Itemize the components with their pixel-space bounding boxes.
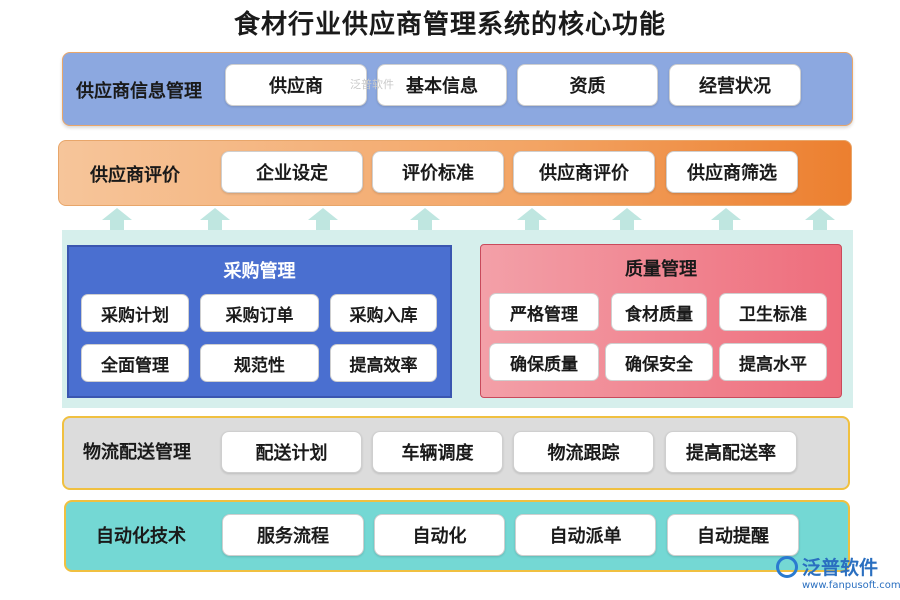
info-item-qualification: 资质 [517,64,658,106]
purchase-item-standardization: 规范性 [200,344,319,382]
quality-item-food-quality: 食材质量 [611,293,707,331]
purchase-panel-title: 采购管理 [223,261,296,282]
eval-item-supplier-filter: 供应商筛选 [666,151,798,193]
up-arrow-icon [517,208,547,230]
eval-item-criteria: 评价标准 [372,151,504,193]
up-arrow-icon [308,208,338,230]
quality-item-raise-level: 提高水平 [719,343,827,381]
up-arrow-icon [102,208,132,230]
up-arrow-icon [711,208,741,230]
info-item-basic-info: 基本信息 [377,64,507,106]
logo-circle-icon [776,556,798,578]
logistics-item-plan: 配送计划 [221,431,362,473]
supplier-info-label: 供应商信息管理 [76,81,202,102]
brand-logo: 泛普软件 www.fanpusoft.com [776,553,900,597]
purchase-item-order: 采购订单 [200,294,319,332]
up-arrow-icon [410,208,440,230]
automation-label: 自动化技术 [96,526,186,547]
supplier-eval-label: 供应商评价 [90,165,180,186]
quality-panel-title: 质量管理 [625,259,697,280]
eval-item-enterprise-setting: 企业设定 [221,151,363,193]
quality-item-ensure-quality: 确保质量 [489,343,599,381]
purchase-panel: 采购管理 采购计划 采购订单 采购入库 全面管理 规范性 提高效率 [67,245,452,398]
brand-url: www.fanpusoft.com [802,580,900,591]
logistics-item-tracking: 物流跟踪 [513,431,654,473]
up-arrow-icon [200,208,230,230]
purchase-item-efficiency: 提高效率 [330,344,437,382]
quality-item-hygiene: 卫生标准 [719,293,827,331]
logistics-item-dispatch: 车辆调度 [372,431,503,473]
quality-panel: 质量管理 严格管理 食材质量 卫生标准 确保质量 确保安全 提高水平 [480,244,842,398]
purchase-item-plan: 采购计划 [81,294,189,332]
quality-item-ensure-safety: 确保安全 [605,343,713,381]
up-arrow-icon [805,208,835,230]
page-title: 食材行业供应商管理系统的核心功能 [233,10,666,40]
brand-name: 泛普软件 [802,557,879,579]
quality-item-strict-mgmt: 严格管理 [489,293,599,331]
eval-item-supplier-eval: 供应商评价 [513,151,655,193]
watermark-center: 泛普软件 [350,78,394,91]
info-item-operation-status: 经营状况 [669,64,801,106]
auto-item-auto-remind: 自动提醒 [667,514,799,556]
info-item-supplier: 供应商 [225,64,367,106]
auto-item-auto-dispatch: 自动派单 [515,514,656,556]
logistics-label: 物流配送管理 [83,442,191,463]
up-arrow-icon [612,208,642,230]
purchase-item-inbound: 采购入库 [330,294,437,332]
auto-item-service-flow: 服务流程 [222,514,364,556]
logistics-item-rate: 提高配送率 [665,431,797,473]
auto-item-automation: 自动化 [374,514,505,556]
purchase-item-overall-mgmt: 全面管理 [81,344,189,382]
